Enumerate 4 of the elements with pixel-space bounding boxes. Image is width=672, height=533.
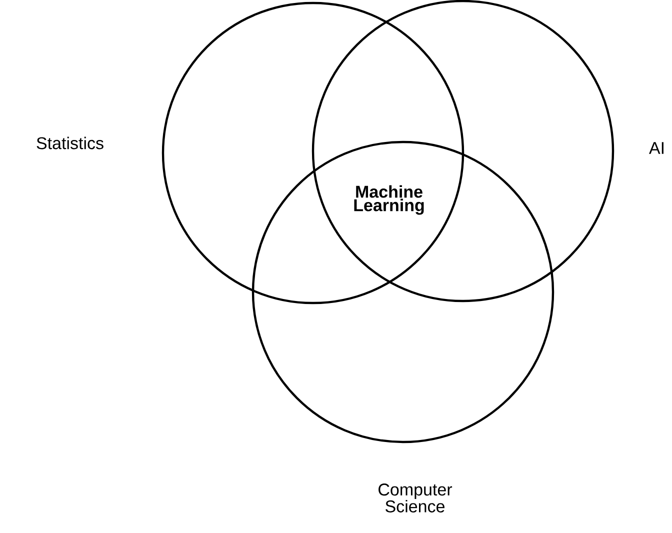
circle-label: Computer Science	[378, 484, 452, 512]
region-label: Machine Learning	[354, 185, 424, 215]
circle-label: Statistics	[36, 136, 104, 150]
circle-label: AI	[649, 142, 664, 154]
